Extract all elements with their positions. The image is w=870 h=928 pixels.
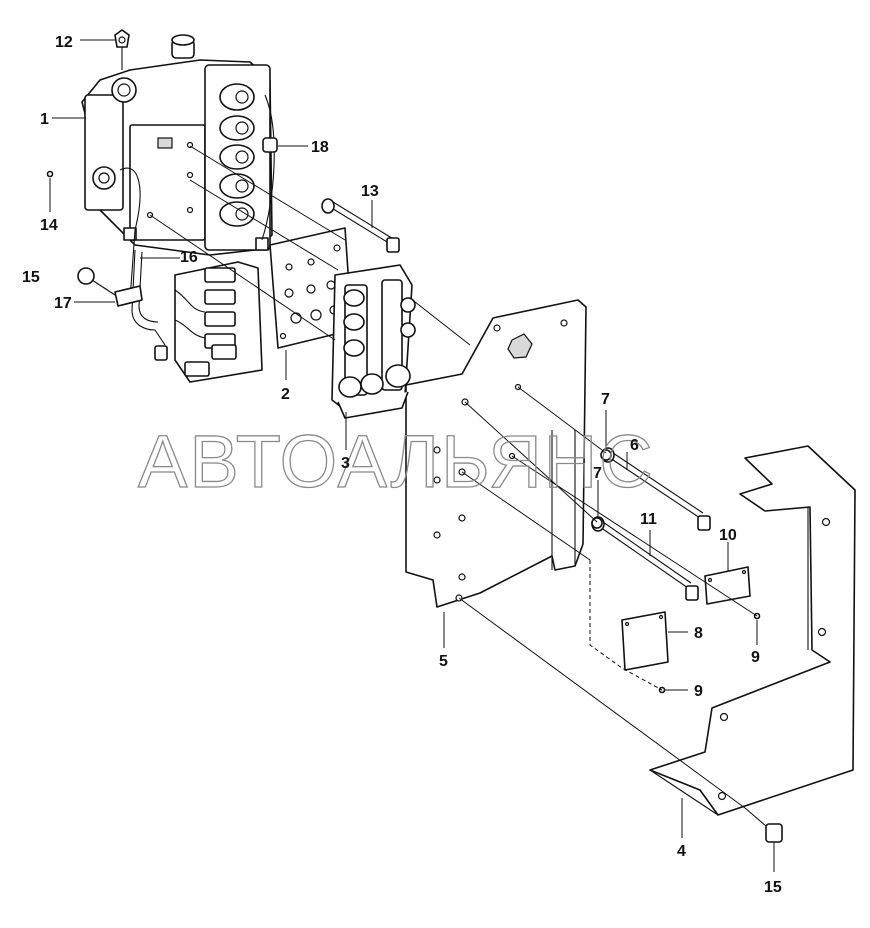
part-1-valve-block: [81, 34, 275, 301]
part-13-long-bolt: [321, 198, 400, 253]
callout-4: 4: [677, 843, 686, 860]
callout-labels: 12 1 18 13 14 16 15 17 2 3 7 6 7 11 10 9…: [22, 34, 782, 896]
part-7-washers: [591, 449, 612, 529]
part-18-clamp: [262, 118, 278, 153]
part-9-screws: [658, 612, 761, 694]
callout-9-lower: 9: [694, 683, 703, 700]
callout-15-upper: 15: [22, 269, 40, 286]
callout-5: 5: [439, 653, 448, 670]
part-3-valve-bank: [331, 264, 416, 419]
callout-12: 12: [55, 34, 73, 51]
part-17-bracket-clip: [114, 285, 143, 307]
part-4-mounting-bracket: [649, 445, 856, 816]
part-5-mounting-plate: [405, 299, 587, 608]
callout-leader-lines: [49, 39, 775, 872]
callout-16: 16: [180, 249, 198, 266]
watermark-text: АВТОАЛЬЯНС: [138, 420, 655, 503]
callout-10: 10: [719, 527, 737, 544]
callout-15-lower: 15: [764, 879, 782, 896]
callout-2: 2: [281, 386, 290, 403]
callout-13: 13: [361, 183, 379, 200]
callout-3: 3: [341, 455, 350, 472]
callout-18: 18: [311, 139, 329, 156]
callout-8: 8: [694, 625, 703, 642]
part-15-bolt-upper: [77, 267, 116, 296]
callout-1: 1: [40, 111, 49, 128]
callout-7-lower: 7: [593, 465, 602, 482]
part-16-wiring-harness: [131, 249, 263, 383]
part-12-cap: [114, 29, 130, 70]
callout-11: 11: [640, 511, 657, 528]
part-14-screw: [46, 170, 54, 178]
callout-7-upper: 7: [601, 391, 610, 408]
part-8-label-plate: [621, 611, 669, 671]
assembly-alignment-lines: [149, 145, 758, 809]
part-10-label-plate: [704, 566, 751, 605]
callout-9-right: 9: [751, 649, 760, 666]
callout-17: 17: [54, 295, 72, 312]
part-11-bolt: [591, 516, 699, 601]
part-15-bolt-lower: [744, 807, 783, 843]
callout-14: 14: [40, 217, 58, 234]
callout-6: 6: [630, 437, 639, 454]
